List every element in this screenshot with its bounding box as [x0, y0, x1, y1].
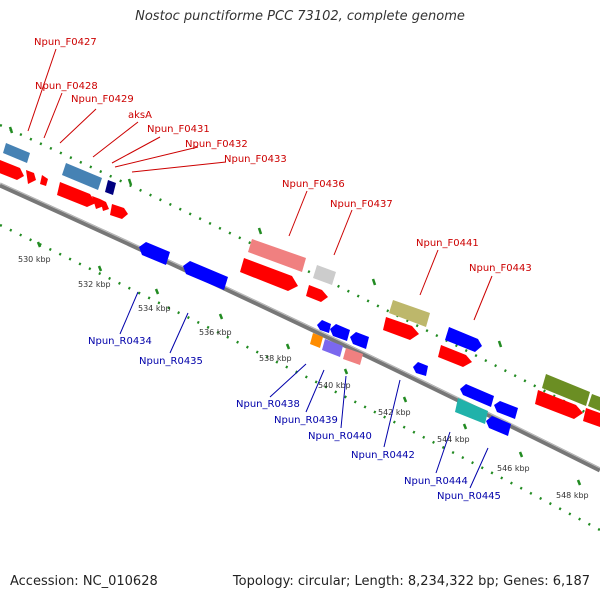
gene-feature: [494, 401, 518, 419]
gene-feature: [313, 265, 336, 285]
gene-feature: [350, 332, 369, 349]
gene-label: Npun_F0428: [35, 81, 98, 92]
gene-label: aksA: [128, 110, 152, 121]
gene-feature: [310, 333, 323, 348]
gene-feature: [330, 324, 350, 341]
gene-feature: [62, 163, 102, 190]
tick-label: 540 kbp: [318, 381, 351, 390]
tick-label: 542 kbp: [378, 408, 411, 417]
gene-feature: [110, 204, 128, 219]
gene-feature: [183, 261, 228, 290]
map-title: Nostoc punctiforme PCC 73102, complete g…: [135, 9, 465, 24]
gene-feature: [40, 175, 48, 186]
forward-genes: [0, 143, 600, 427]
gene-feature: [455, 398, 488, 424]
gene-label: Npun_R0444: [404, 476, 468, 487]
gene-label: Npun_F0443: [469, 263, 532, 274]
gene-label: Npun_F0429: [71, 94, 134, 105]
gene-feature: [105, 180, 116, 195]
tick-label: 538 kbp: [259, 354, 292, 363]
gene-feature: [383, 317, 419, 340]
reverse-labels: Npun_R0434 Npun_R0435 Npun_R0438 Npun_R0…: [88, 336, 501, 502]
gene-feature: [26, 170, 36, 184]
gene-label: Npun_R0435: [139, 356, 203, 367]
gene-feature: [542, 374, 590, 406]
gene-feature: [317, 320, 331, 333]
reverse-label-leaders: [119, 291, 489, 489]
gene-feature: [413, 362, 428, 376]
gene-label: Npun_R0434: [88, 336, 152, 347]
tick-label: 544 kbp: [437, 435, 470, 444]
inner-major-ticks: [36, 241, 582, 486]
gene-feature: [583, 408, 600, 427]
gene-label: Npun_F0431: [147, 124, 210, 135]
forward-labels: Npun_F0427 Npun_F0428 Npun_F0429 aksA Np…: [34, 37, 532, 274]
gene-label: Npun_R0439: [274, 415, 338, 426]
gene-feature: [139, 242, 170, 265]
gene-label: Npun_F0437: [330, 199, 393, 210]
gene-label: Npun_F0441: [416, 238, 479, 249]
gene-label: Npun_F0433: [224, 154, 287, 165]
gene-feature: [389, 300, 430, 327]
reverse-genes: [139, 242, 518, 436]
gene-feature: [306, 285, 328, 302]
gene-feature: [343, 348, 363, 365]
gene-feature: [92, 196, 104, 209]
gene-label: Npun_R0440: [308, 431, 372, 442]
gene-feature: [588, 394, 600, 411]
gene-feature: [438, 345, 472, 367]
tick-label: 532 kbp: [78, 280, 111, 289]
forward-label-leaders: [27, 48, 493, 321]
gene-feature: [486, 416, 511, 436]
gene-label: Npun_F0436: [282, 179, 345, 190]
gene-feature: [100, 199, 109, 211]
gene-feature: [445, 327, 482, 352]
tick-label: 530 kbp: [18, 255, 51, 264]
gene-feature: [322, 339, 343, 357]
tick-label: 534 kbp: [138, 304, 171, 313]
genome-summary: Topology: circular; Length: 8,234,322 bp…: [232, 574, 590, 589]
gene-feature: [535, 390, 583, 419]
gene-label: Npun_F0432: [185, 139, 248, 150]
gene-label: Npun_F0427: [34, 37, 97, 48]
gene-label: Npun_R0445: [437, 491, 501, 502]
accession-text: Accession: NC_010628: [10, 574, 158, 589]
gene-feature: [248, 239, 306, 272]
gene-feature: [57, 182, 96, 207]
tick-label: 536 kbp: [199, 328, 232, 337]
gene-feature: [460, 384, 494, 407]
tick-labels: 530 kbp 532 kbp 534 kbp 536 kbp 538 kbp …: [18, 255, 589, 500]
gene-feature: [240, 258, 298, 291]
genome-backbone: [0, 182, 600, 473]
gene-feature: [3, 143, 30, 163]
gene-feature: [0, 160, 24, 180]
gene-label: Npun_R0442: [351, 450, 415, 461]
outer-dotted-ring: [0, 123, 600, 422]
tick-label: 546 kbp: [497, 464, 530, 473]
tick-label: 548 kbp: [556, 491, 589, 500]
outer-major-ticks: [8, 126, 503, 348]
gene-label: Npun_R0438: [236, 399, 300, 410]
